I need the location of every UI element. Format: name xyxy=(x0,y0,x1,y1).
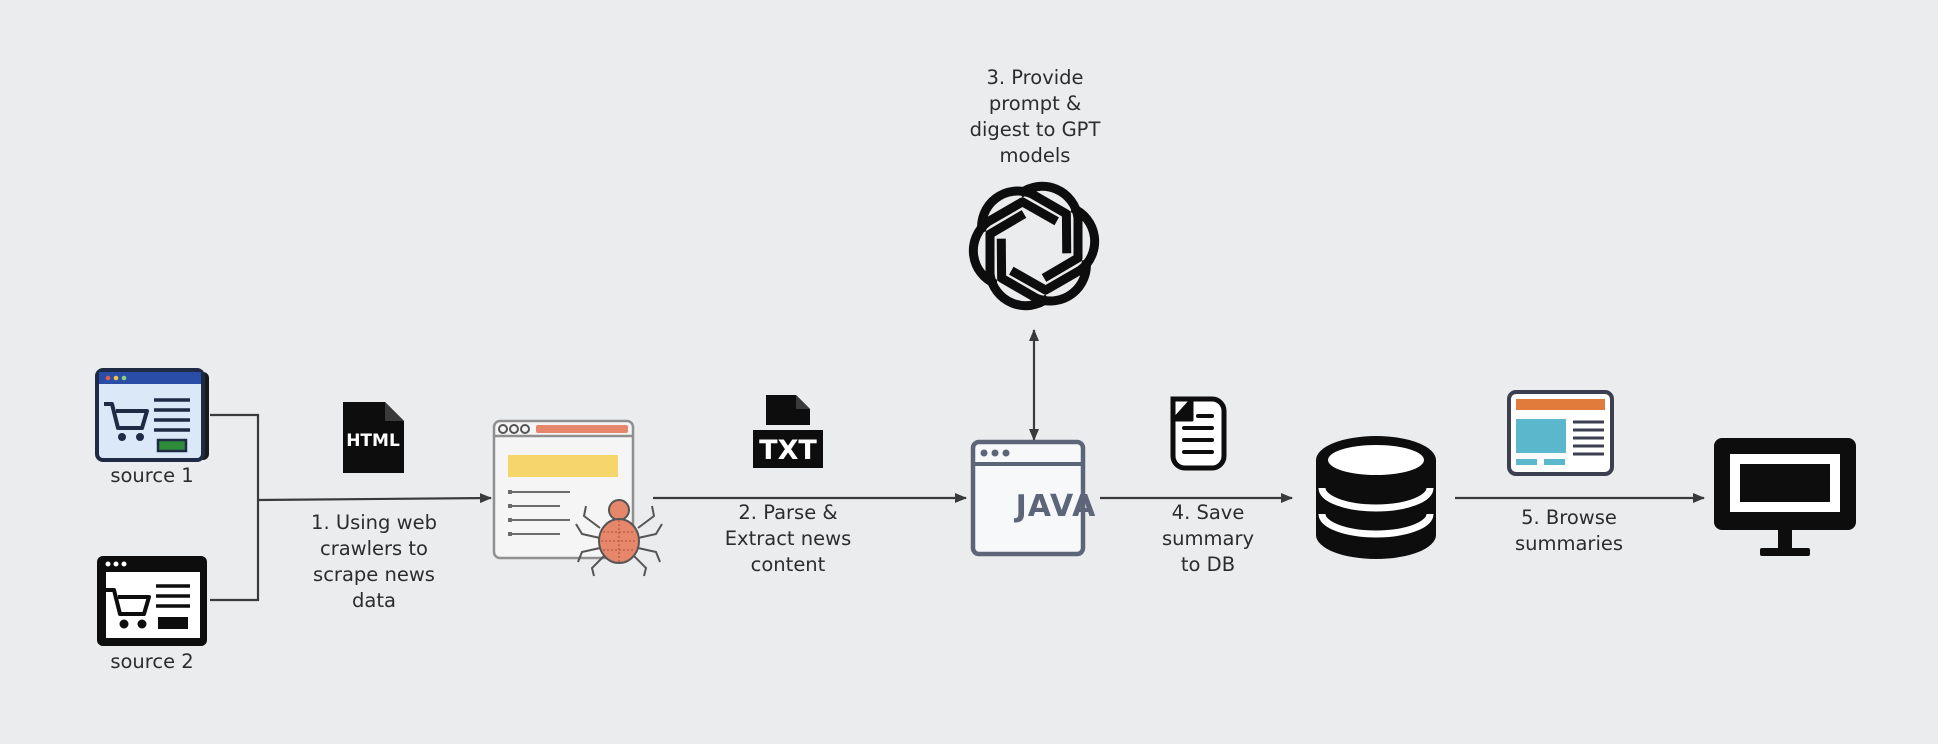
java-app-icon: JAVA xyxy=(970,439,1097,557)
source-1-label: source 1 xyxy=(110,464,194,487)
step-2-label: 2. Parse & Extract news content xyxy=(724,501,852,576)
step-4-label: 4. Save summary to DB xyxy=(1161,501,1254,576)
txt-file-icon: TXT xyxy=(753,395,823,468)
crawler-icon xyxy=(492,419,663,577)
source-1-connector xyxy=(210,413,260,498)
database-icon xyxy=(1316,436,1436,559)
connectors xyxy=(210,329,1705,602)
openai-logo-icon xyxy=(968,181,1100,311)
html-file-icon: HTML xyxy=(343,402,404,473)
monitor-icon xyxy=(1714,438,1856,556)
source-2-label: source 2 xyxy=(110,650,194,673)
source-2-connector xyxy=(210,498,260,602)
source-2-icon xyxy=(97,556,207,646)
txt-badge-label: TXT xyxy=(759,435,817,466)
step-1-label: 1. Using web crawlers to scrape news dat… xyxy=(311,511,437,612)
source-1-icon xyxy=(95,368,209,462)
news-webpage-icon xyxy=(1507,390,1614,476)
java-badge-label: JAVA xyxy=(1014,489,1097,524)
html-badge-label: HTML xyxy=(346,431,400,451)
step-3-label: 3. Provide prompt & digest to GPT models xyxy=(969,66,1101,167)
step-5-label: 5. Browse summaries xyxy=(1514,506,1624,555)
document-icon xyxy=(1170,396,1227,471)
arrow-crawl xyxy=(257,493,492,504)
